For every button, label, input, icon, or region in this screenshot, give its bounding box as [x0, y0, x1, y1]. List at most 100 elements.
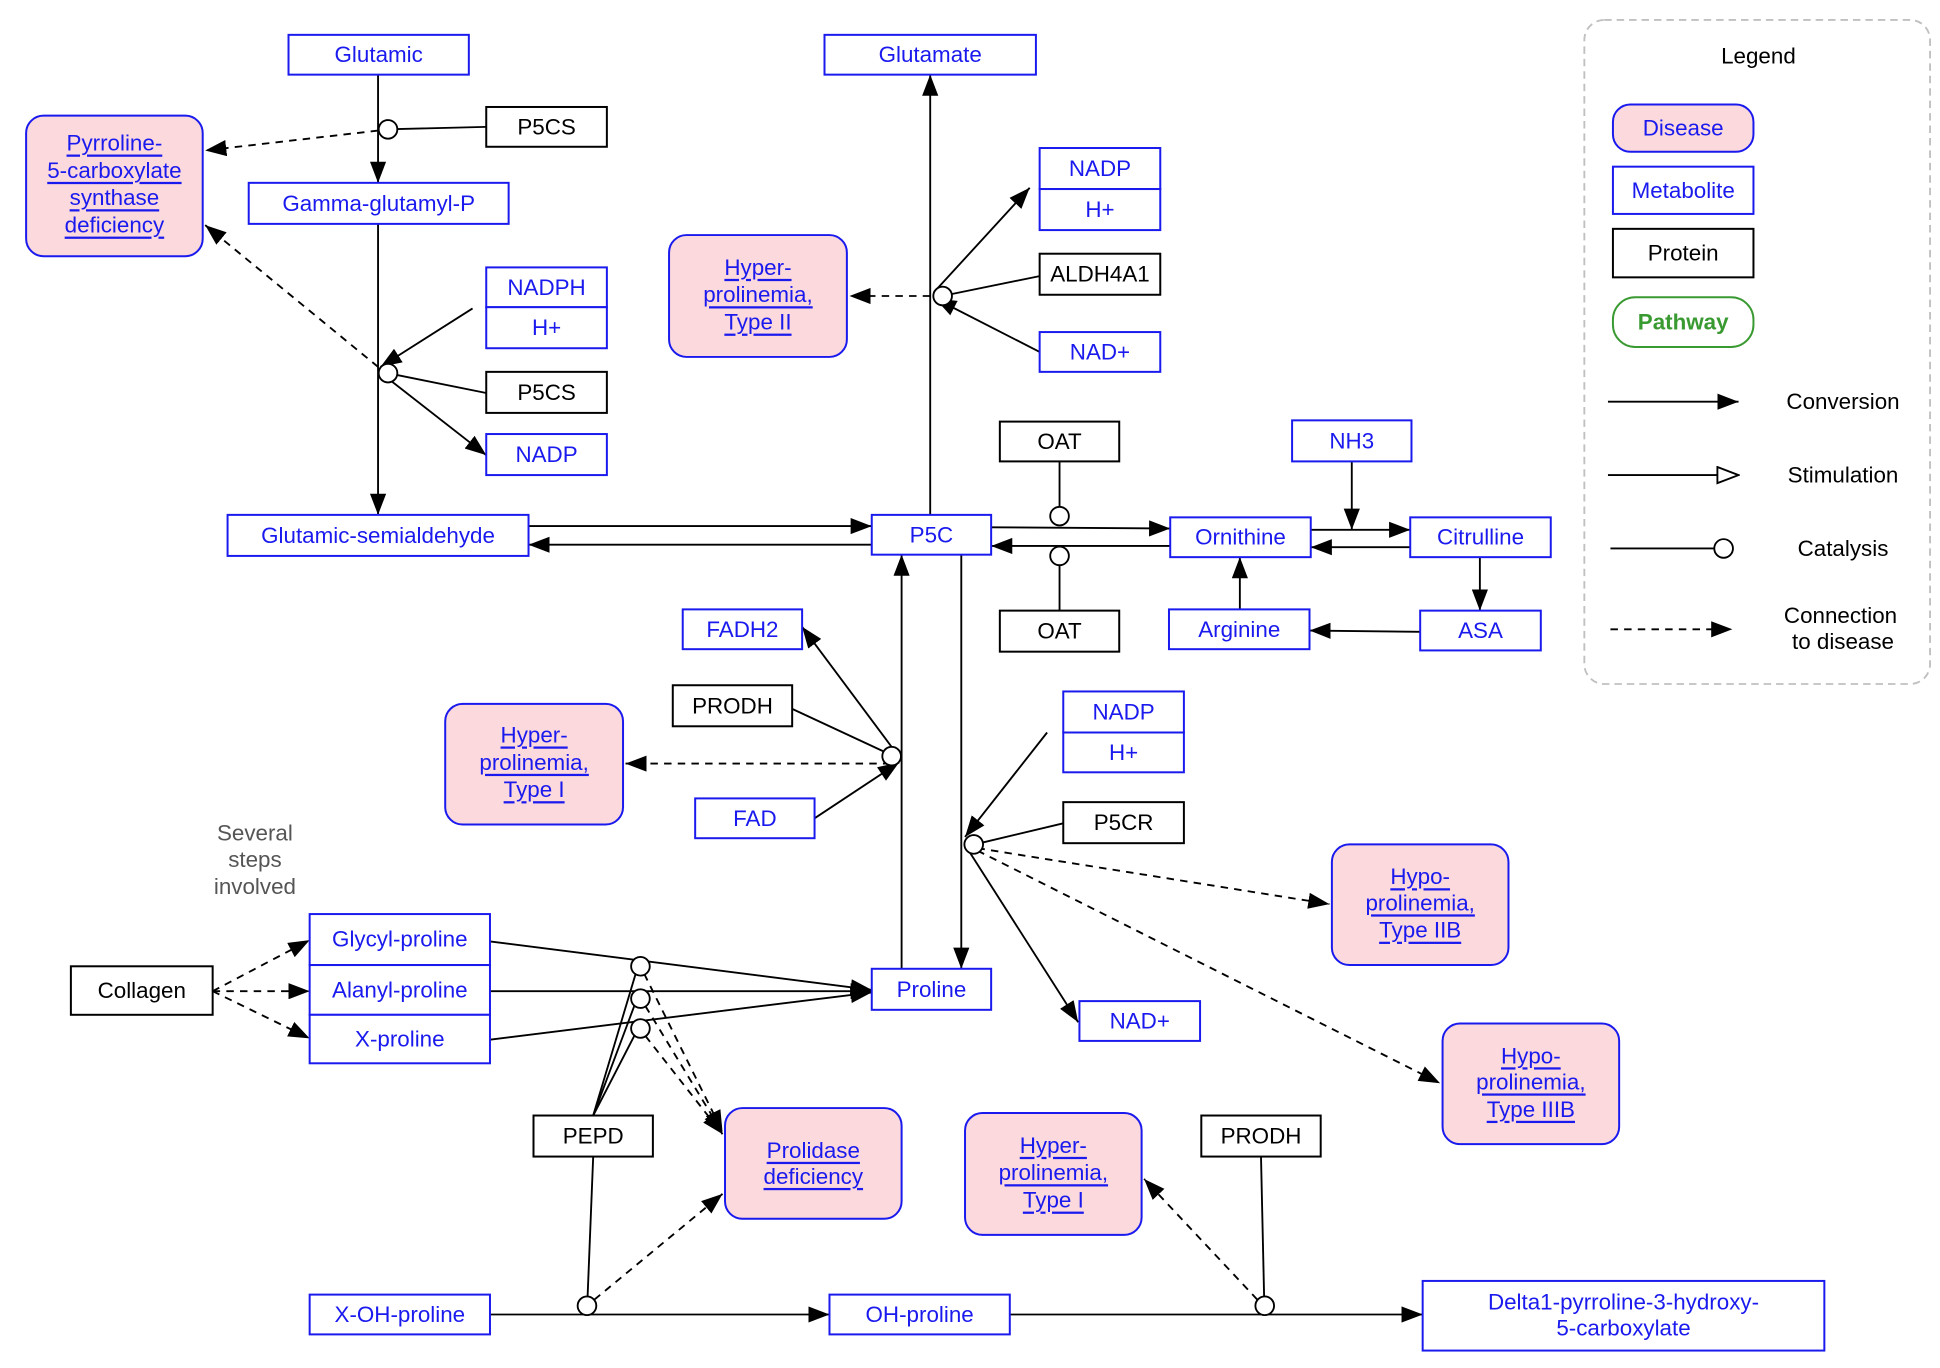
disease-label-line-2[interactable]: prolinemia,	[1365, 890, 1474, 915]
metabolite-nad-plus-1: NAD+	[1038, 331, 1162, 373]
metabolite-fadh2: FADH2	[681, 608, 804, 651]
disease-link-hypoprolinemia-type-iiib[interactable]: Hypo- prolinemia, Type IIIB	[1441, 1022, 1621, 1146]
legend-catalysis-circle	[1713, 538, 1734, 559]
node-box	[485, 433, 608, 477]
disease-link-prolidase-deficiency[interactable]: Prolidase deficiency	[724, 1107, 903, 1220]
disease-label-line-2[interactable]: prolinemia,	[999, 1160, 1108, 1185]
disease-box	[1441, 1022, 1621, 1146]
several-steps-annotation: Several steps involved	[214, 821, 296, 899]
node-label: X-OH-proline	[335, 1302, 466, 1327]
node-box	[485, 306, 608, 350]
node-box	[998, 420, 1121, 463]
disease-label-line-1[interactable]: Hypo-	[1501, 1043, 1561, 1068]
disease-label-line-3[interactable]: Type II	[724, 310, 791, 335]
disease-link-hypoprolinemia-type-iib[interactable]: Hypo- prolinemia, Type IIB	[1330, 843, 1510, 967]
node-box	[485, 105, 608, 148]
legend-metabolite-label: Metabolite	[1632, 178, 1735, 203]
node-box	[308, 913, 491, 967]
legend-protein-sample: Protein	[1611, 227, 1755, 279]
metabolite-h-plus-1: H+	[485, 306, 608, 350]
disease-box	[668, 234, 848, 358]
disease-link-p5cs-deficiency[interactable]: Pyrroline- 5-carboxylate synthase defici…	[25, 114, 204, 258]
node-box	[1038, 252, 1162, 296]
disease-label-line-3[interactable]: Type I	[504, 777, 565, 802]
node-box	[828, 1293, 1011, 1336]
collagen-to-glycyl-proline	[212, 939, 311, 992]
cofactor-fadh2-out	[801, 626, 898, 755]
node-label: NAD+	[1110, 1009, 1170, 1034]
annotation-line-2: steps	[228, 847, 281, 872]
catalysis-line-prodh-2	[1260, 1156, 1266, 1297]
conversion-x-proline-to-proline	[489, 986, 872, 1041]
disease-label-line-1[interactable]: Pyrroline-	[67, 131, 163, 156]
metabolite-ornithine: Ornithine	[1169, 516, 1312, 559]
node-box	[1409, 516, 1552, 559]
catalysis-anchor-pepd-glycyl	[630, 956, 651, 977]
node-box	[1038, 331, 1162, 373]
metabolite-h-plus-3: H+	[1062, 731, 1185, 774]
node-label: ASA	[1458, 618, 1503, 643]
node-box	[998, 609, 1121, 653]
disease-link-pepd-alanyl-to-prolidase-deficiency	[644, 1005, 724, 1134]
legend-metabolite-sample: Metabolite	[1611, 165, 1755, 215]
disease-link-hyperprolinemia-type-i-lower[interactable]: Hyper- prolinemia, Type I	[964, 1112, 1143, 1236]
metabolite-glycyl-proline: Glycyl-proline	[308, 913, 491, 967]
disease-label-line-3[interactable]: Type IIB	[1379, 918, 1461, 943]
catalysis-anchor-oat-1	[1049, 505, 1070, 527]
legend-catalysis-label: Catalysis	[1798, 536, 1889, 561]
node-label: Glutamic-semialdehyde	[261, 523, 495, 548]
metabolite-glutamic: Glutamic	[287, 33, 470, 76]
disease-label-line-1[interactable]: Hypo-	[1390, 864, 1450, 889]
legend-pathway-sample: Pathway	[1611, 296, 1755, 348]
disease-label-line-1[interactable]: Hyper-	[724, 255, 791, 280]
disease-label-line-3[interactable]: synthase	[70, 185, 160, 210]
disease-label-line-3[interactable]: Type I	[1023, 1188, 1084, 1213]
catalysis-anchor-pepd-x-oh-proline	[576, 1295, 598, 1317]
node-label: Proline	[897, 977, 967, 1002]
metabolite-citrulline: Citrulline	[1409, 516, 1552, 559]
disease-label-line-1[interactable]: Prolidase	[767, 1138, 860, 1163]
disease-link-hyperprolinemia-type-ii[interactable]: Hyper- prolinemia, Type II	[668, 234, 848, 358]
disease-label-line-4[interactable]: deficiency	[65, 213, 165, 238]
interactions	[204, 74, 1488, 1323]
legend-connection-label-line-2: to disease	[1792, 629, 1894, 654]
disease-label-line-2[interactable]: prolinemia,	[479, 750, 588, 775]
node-label: PRODH	[1221, 1124, 1302, 1149]
disease-label-line-1[interactable]: Hyper-	[1020, 1133, 1087, 1158]
cofactor-nadp-out	[383, 374, 487, 456]
disease-label-line-2[interactable]: 5-carboxylate	[47, 158, 181, 183]
metabolite-x-proline: X-proline	[308, 1013, 491, 1065]
node-label: PRODH	[692, 693, 773, 718]
catalysis-anchor-oat-2	[1049, 545, 1070, 567]
node-label: P5CR	[1094, 810, 1154, 835]
legend-protein-label: Protein	[1648, 241, 1719, 266]
disease-link-hyperprolinemia-type-i-upper[interactable]: Hyper- prolinemia, Type I	[444, 702, 625, 826]
node-label: Glutamate	[879, 42, 982, 67]
node-box	[1169, 516, 1312, 559]
node-box	[1038, 188, 1162, 232]
disease-label-line-2[interactable]: deficiency	[764, 1164, 864, 1189]
metabolite-nad-plus-2: NAD+	[1078, 1000, 1202, 1042]
catalysis-anchors	[377, 119, 1275, 1317]
node-label: X-proline	[355, 1027, 445, 1052]
disease-label-line-3[interactable]: Type IIIB	[1487, 1097, 1575, 1122]
annotation-line-1: Several	[217, 821, 293, 846]
metabolite-gamma-glutamyl-p: Gamma-glutamyl-P	[247, 181, 510, 225]
disease-link-p5cr-to-hypoprolinemia-type-iiib	[977, 849, 1441, 1085]
node-label: P5C	[910, 522, 954, 547]
catalysis-line-p5cs-1	[397, 125, 487, 131]
disease-label-line-2[interactable]: prolinemia,	[1476, 1069, 1585, 1094]
node-label: Gamma-glutamyl-P	[282, 191, 475, 216]
node-box	[247, 181, 510, 225]
protein-p5cr: P5CR	[1062, 801, 1185, 845]
legend-stimulation-label: Stimulation	[1788, 463, 1899, 488]
conversion-glycyl-proline-to-proline	[489, 940, 872, 996]
node-label: H+	[532, 315, 561, 340]
node-label: NADPH	[507, 275, 585, 300]
disease-box	[1330, 843, 1510, 967]
disease-box	[724, 1107, 903, 1220]
disease-label-line-2[interactable]: prolinemia,	[703, 282, 812, 307]
disease-label-line-1[interactable]: Hyper-	[501, 722, 568, 747]
node-box	[1078, 1000, 1202, 1042]
node-label-line-2: 5-carboxylate	[1556, 1316, 1690, 1341]
